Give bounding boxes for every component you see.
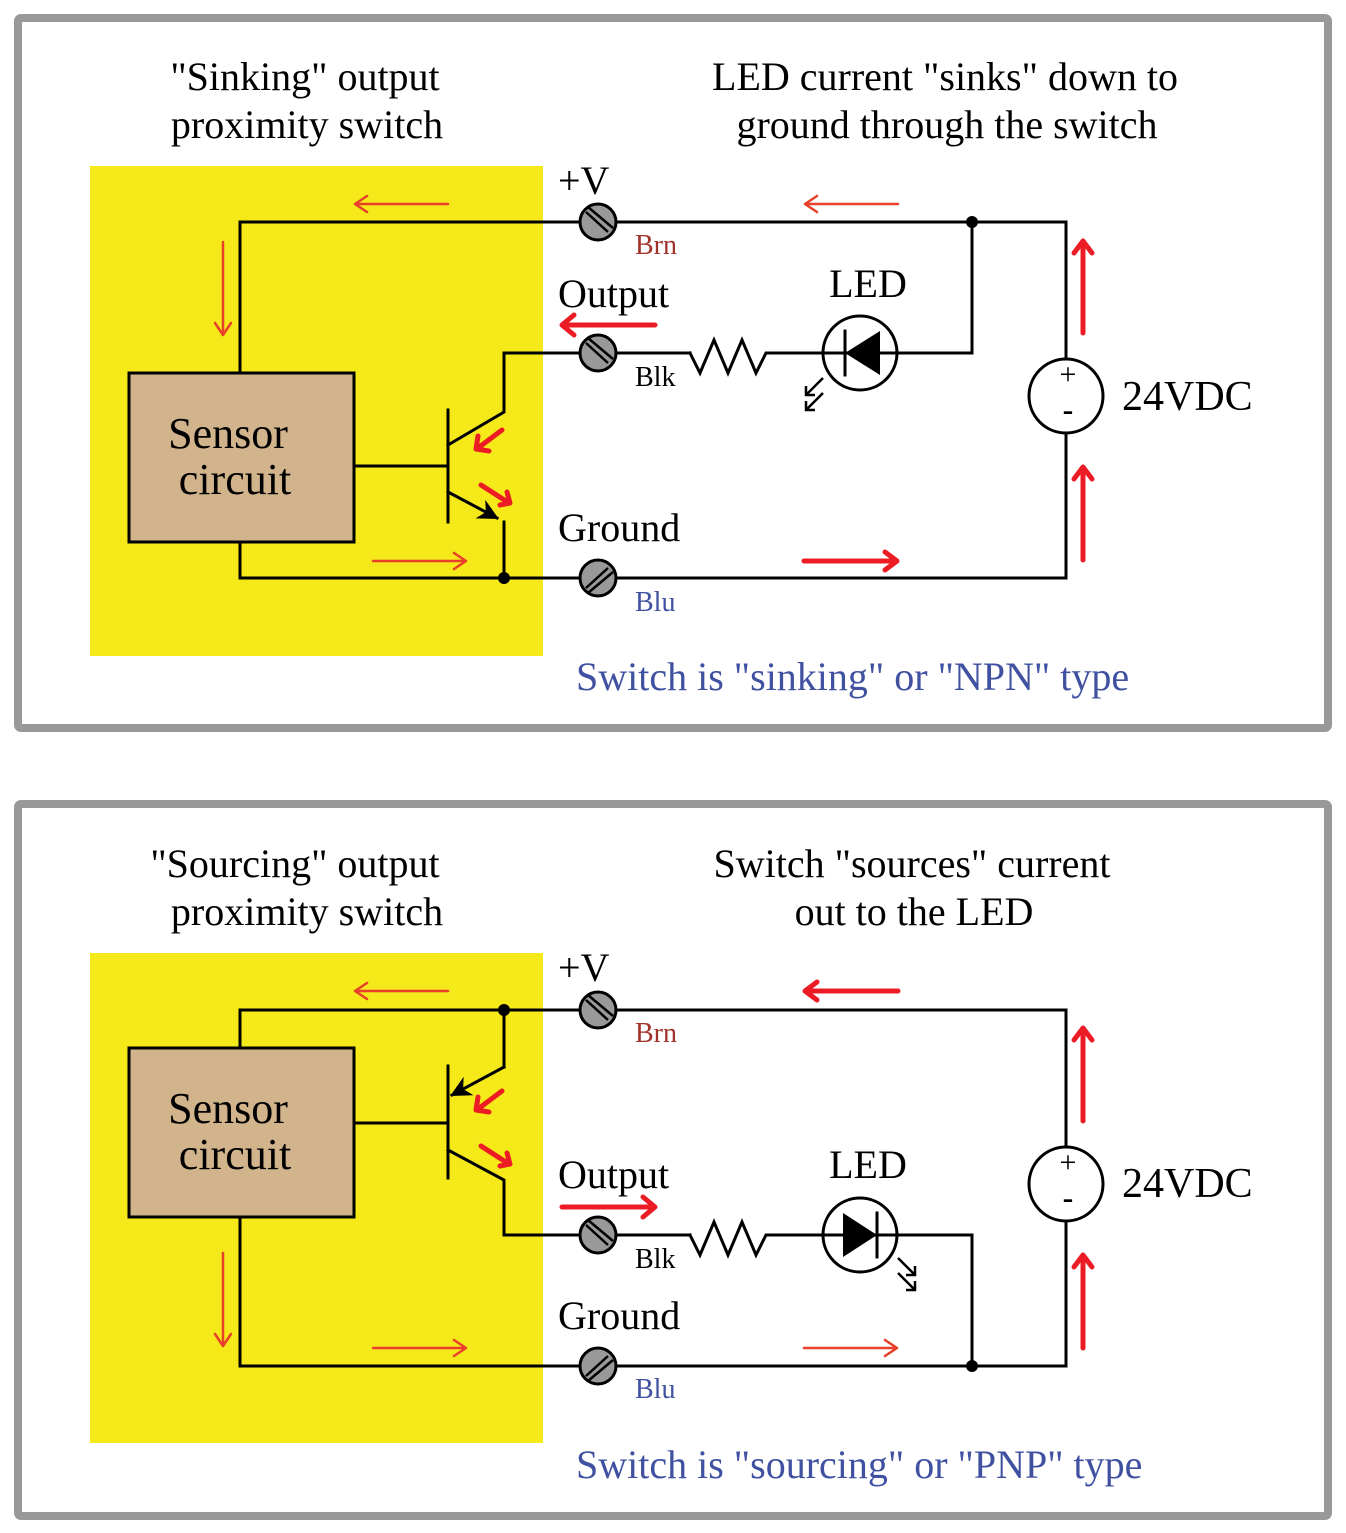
panel-description-line1: LED current "sinks" down to [712,54,1178,99]
wire-color-black: Blk [635,1244,675,1275]
wire-color-brown: Brn [635,230,677,261]
terminal-screw-icon [578,558,618,598]
junction-dot [966,1360,978,1372]
panel-title-line1: "Sinking" output [170,54,439,99]
panel-title-line2: proximity switch [171,102,443,147]
led-icon [821,1196,917,1292]
current-arrow-icon [802,979,901,1003]
panel-description-line2: out to the LED [795,889,1034,934]
panel-caption: Switch is "sourcing" or "PNP" type [576,1442,1142,1487]
internal-vplus-wire [238,220,600,374]
supply-minus-sign: - [1063,1179,1074,1215]
current-arrow-icon [559,1194,658,1220]
current-arrow-icon [213,1251,233,1348]
current-arrow-icon [802,1338,899,1358]
sensor-label-line1: Sensor [168,1084,288,1133]
terminal-label-ground: Ground [558,505,680,550]
supply-to-ground-wire [596,428,1068,580]
junction-dot [498,1004,510,1016]
terminal-label-output: Output [558,271,669,316]
internal-vplus-wire [238,1008,600,1050]
current-arrow-icon [803,194,900,214]
terminal-screw-icon [578,990,618,1030]
sensor-circuit-box [127,1046,356,1219]
current-arrow-icon [478,482,513,508]
terminal-screw-icon [578,1215,618,1255]
terminal-label-output: Output [558,1152,669,1197]
junction-dot [498,572,510,584]
dc-supply-icon [1027,1145,1105,1223]
terminal-label-vplus: +V [558,158,610,203]
sensor-label-line2: circuit [179,1130,291,1179]
current-arrow-icon [1071,1252,1095,1351]
panel-title-line2: proximity switch [171,889,443,934]
terminal-screw-icon [578,333,618,373]
current-arrow-icon [1071,1025,1095,1124]
current-arrow-icon [473,1088,505,1115]
current-arrow-icon [801,549,900,573]
npn-transistor-icon [445,351,600,580]
wire-color-brown: Brn [635,1018,677,1049]
panel-description-line2: ground through the switch [736,102,1157,147]
current-arrow-icon [371,551,468,571]
supply-voltage-label: 24VDC [1122,374,1253,420]
current-arrow-icon [353,981,450,1001]
current-arrow-icon [473,427,505,454]
sensor-circuit-box [127,371,356,544]
junction-dot [966,216,978,228]
supply-plus-sign: + [1060,358,1077,391]
sensor-label-line2: circuit [179,455,291,504]
wire-color-blue: Blu [635,587,675,618]
terminal-screw-icon [578,202,618,242]
internal-ground-wire [238,1215,600,1368]
led-icon [804,314,900,412]
vplus-external-wire [596,1008,1068,1150]
current-arrow-icon [213,240,233,337]
pnp-transistor-icon [445,1008,600,1237]
resistor-icon [687,336,826,377]
supply-to-ground-wire [596,1218,1068,1368]
vplus-external-wire [596,220,1068,374]
wire-color-blue: Blu [635,1374,675,1405]
current-arrow-icon [559,312,658,338]
internal-ground-wire [238,540,600,580]
supply-plus-sign: + [1060,1146,1077,1179]
led-label: LED [829,261,907,306]
supply-minus-sign: - [1063,391,1074,427]
supply-voltage-label: 24VDC [1122,1161,1253,1207]
led-return-wire [896,220,974,355]
led-label: LED [829,1142,907,1187]
sensor-label-line1: Sensor [168,409,288,458]
terminal-label-ground: Ground [558,1293,680,1338]
current-arrow-icon [371,1338,468,1358]
current-arrow-icon [1071,238,1095,336]
panel-description-line1: Switch "sources" current [714,841,1111,886]
panel-sinking: "Sinking" output proximity switch LED cu… [14,14,1332,732]
panel-title-line1: "Sourcing" output [150,841,439,886]
resistor-icon [687,1218,826,1259]
terminal-label-vplus: +V [558,945,610,990]
led-return-wire [896,1233,974,1368]
current-arrow-icon [353,194,450,214]
panel-caption: Switch is "sinking" or "NPN" type [576,654,1129,699]
current-arrow-icon [1071,464,1095,563]
dc-supply-icon [1027,357,1105,435]
wire-color-black: Blk [635,362,675,393]
terminal-screw-icon [578,1346,618,1386]
panel-sourcing: "Sourcing" output proximity switch Switc… [14,800,1332,1520]
current-arrow-icon [478,1143,513,1169]
